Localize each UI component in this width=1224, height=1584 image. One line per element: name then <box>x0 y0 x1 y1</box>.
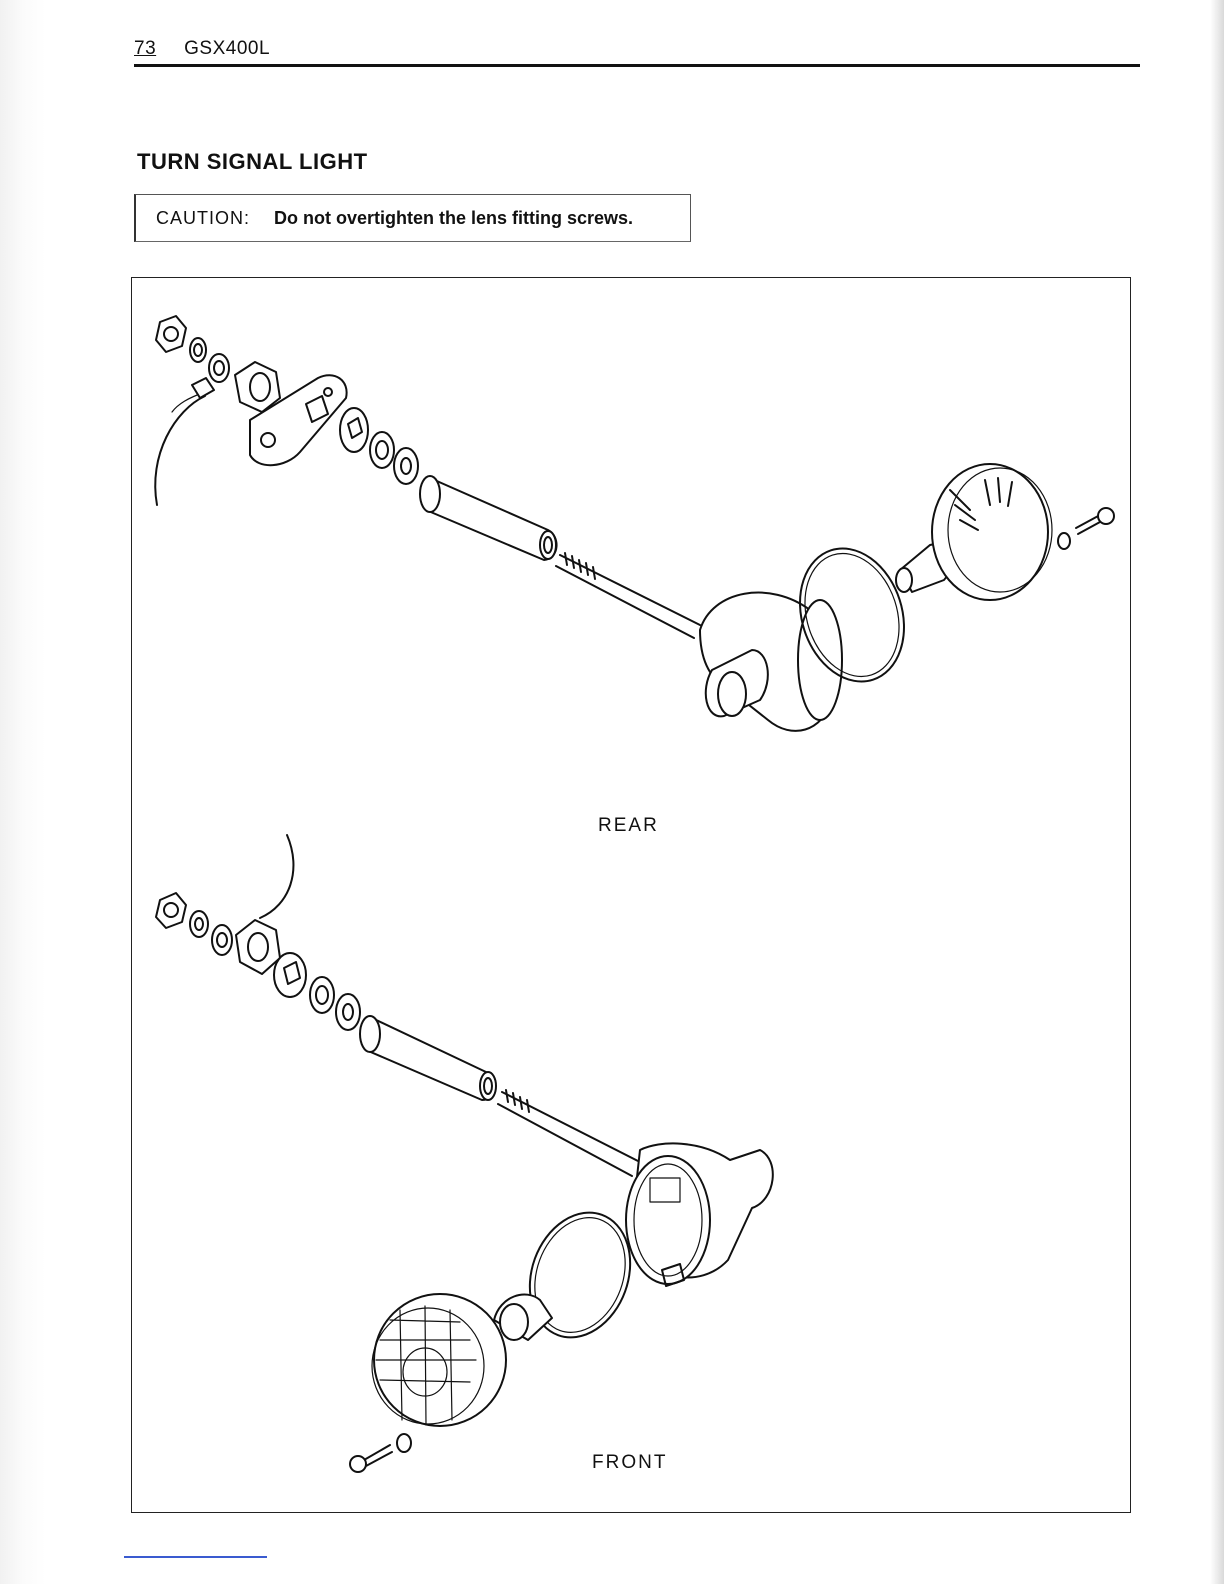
rear-label: REAR <box>598 815 659 837</box>
footer-blue-line <box>124 1556 267 1558</box>
front-stem-tube-part <box>360 1016 496 1100</box>
rear-nut-part <box>156 316 186 352</box>
front-nut-part <box>156 893 186 928</box>
front-lock-nut-part <box>236 920 280 974</box>
front-threaded-rod-part <box>498 1090 640 1176</box>
rear-cushion-part <box>340 408 368 452</box>
front-housing-part <box>626 1143 773 1286</box>
rear-screw-washer-part <box>1058 533 1070 549</box>
front-cushion-part <box>274 953 306 997</box>
rear-housing-part <box>700 593 842 731</box>
front-assembly <box>156 835 773 1472</box>
front-label: FRONT <box>592 1452 667 1474</box>
rear-lens-screw-part <box>1076 508 1114 534</box>
rear-stem-tube-part <box>420 476 557 560</box>
front-lens-screw-part <box>350 1445 392 1472</box>
front-lens-part <box>372 1294 506 1426</box>
rear-washer-part <box>190 338 206 362</box>
front-washer-part <box>190 911 208 937</box>
front-bulb-part <box>494 1294 552 1340</box>
rear-assembly <box>155 316 1114 731</box>
rear-threaded-rod-part <box>556 553 700 638</box>
rear-lens-part <box>932 464 1052 600</box>
front-screw-washer-part <box>397 1434 411 1452</box>
